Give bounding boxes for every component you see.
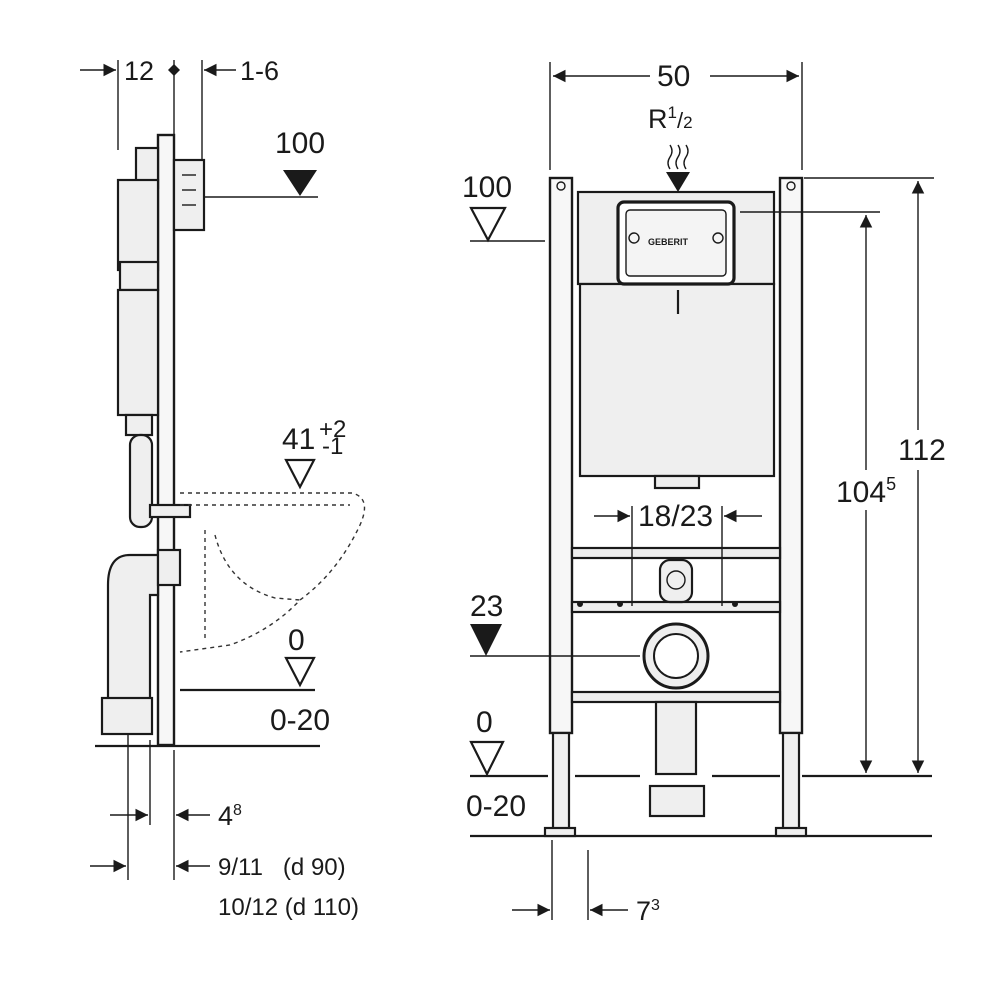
front-rail-upper <box>570 546 782 560</box>
side-waste-outlet <box>100 696 154 736</box>
front-frame-post-right <box>778 176 804 735</box>
front-level-0: 0 <box>476 706 493 739</box>
front-level-0-marker <box>469 740 505 777</box>
front-foot-left <box>551 731 571 833</box>
side-toilet-bowl-outline <box>179 492 366 653</box>
side-level-41-tol-plus: +2 <box>319 416 346 443</box>
front-frame-post-left <box>548 176 574 735</box>
front-rail-middle <box>570 600 782 614</box>
front-dim-18-23: 18/23 <box>638 500 713 533</box>
front-floor-range: 0-20 <box>466 790 526 823</box>
front-inlet-arrow <box>666 172 690 192</box>
front-inlet-label: R1/2 <box>648 103 693 134</box>
front-dim-112: 112 <box>898 434 946 467</box>
side-view: 12 1-6 100 41 +2 -1 0 <box>80 56 366 921</box>
side-cistern-upper <box>116 178 160 272</box>
side-dim-4-8: 48 <box>218 801 242 831</box>
front-cistern-outlet <box>653 474 701 490</box>
side-waste-connector <box>156 548 182 587</box>
front-flush-connector <box>658 558 694 604</box>
side-flush-plate-box <box>172 158 206 232</box>
side-level-100-marker <box>283 170 317 196</box>
front-dim-50: 50 <box>657 60 690 93</box>
front-level-23-marker <box>470 624 502 656</box>
side-dim-1-6: 1-6 <box>240 56 279 86</box>
side-diamond-mark <box>168 64 180 76</box>
side-level-0-marker <box>284 656 316 688</box>
side-level-0: 0 <box>288 624 305 657</box>
front-foot-right <box>781 731 801 833</box>
front-level-100-marker <box>469 206 507 243</box>
side-cistern-clamp <box>118 260 160 292</box>
side-waste-bend <box>106 553 160 702</box>
side-cistern-bottom <box>124 413 154 437</box>
side-floor-range: 0-20 <box>270 704 330 737</box>
side-level-100: 100 <box>275 127 325 160</box>
side-flush-pipe <box>128 433 154 529</box>
front-rail-lower <box>570 690 782 704</box>
front-level-100: 100 <box>462 171 512 204</box>
side-dim-10-12: 10/12 (d 110) <box>218 894 359 921</box>
side-cistern-body <box>116 288 160 417</box>
front-level-23: 23 <box>470 590 503 623</box>
front-dim-104-5: 1045 <box>836 474 896 509</box>
side-dim-9-11: 9/11 (d 90) <box>218 854 346 881</box>
front-view: 50 R1/2 100 GEBERIT <box>462 60 946 926</box>
front-dim-7-3: 73 <box>636 896 660 926</box>
front-brand-logo: GEBERIT <box>648 237 689 247</box>
front-waste-pipe-end <box>648 784 706 818</box>
side-level-41-marker <box>284 458 316 490</box>
side-level-41: 41 <box>282 423 315 456</box>
front-waste-pipe <box>654 700 698 776</box>
side-level-41-tol-minus: -1 <box>322 433 343 460</box>
side-flush-connector <box>148 503 192 519</box>
side-dim-12: 12 <box>124 56 154 86</box>
side-frame-post <box>156 133 176 747</box>
